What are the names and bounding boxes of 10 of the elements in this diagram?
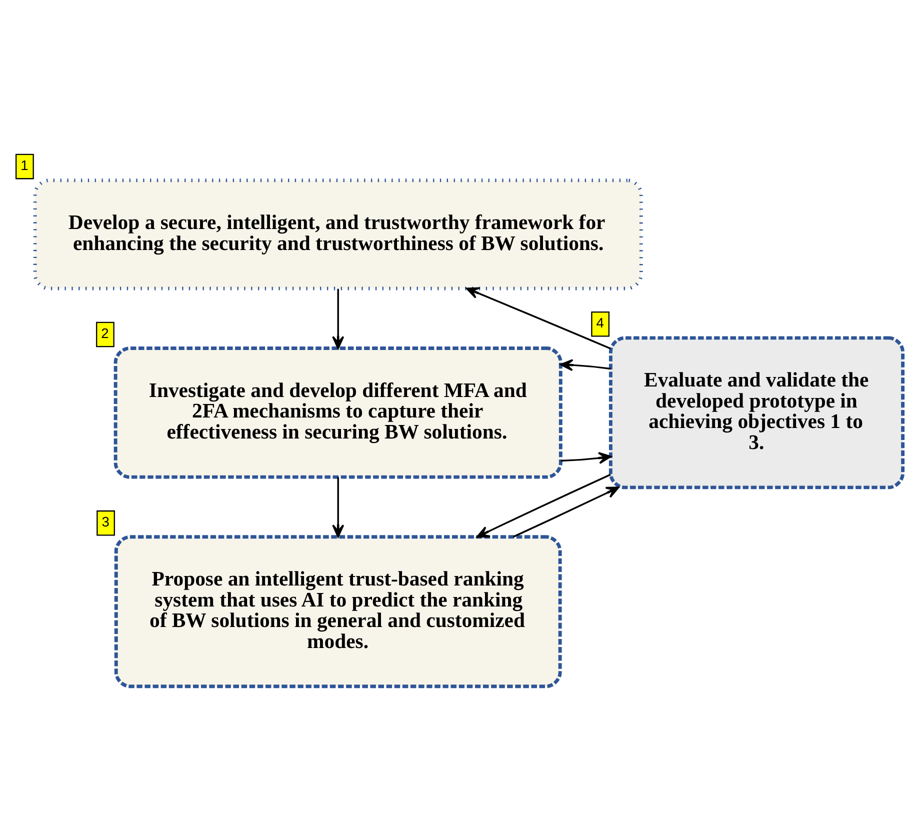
arrow: [560, 452, 612, 464]
arrow: [332, 477, 344, 538]
arrow: [332, 288, 344, 350]
node-label: 2: [101, 326, 109, 342]
arrow: [560, 359, 611, 372]
arrow: [512, 486, 620, 538]
node-label: 1: [20, 158, 28, 174]
arrow: [476, 474, 611, 538]
node-label: 3: [102, 514, 110, 530]
node-label: 4: [596, 316, 604, 331]
